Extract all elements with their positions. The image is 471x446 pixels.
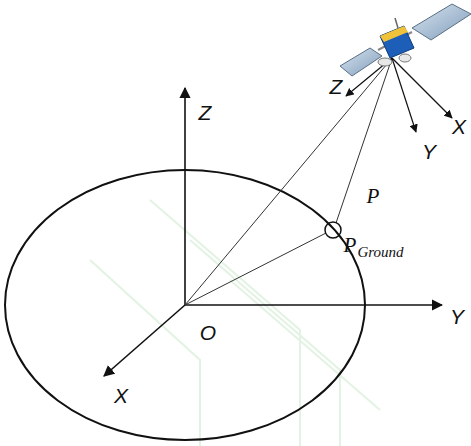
axis-label: Y [450,306,464,327]
point-label: P [344,235,357,256]
ground-point [325,222,341,238]
satellite-icon [340,4,471,76]
axis-label: X [114,385,128,406]
axis-label: Z [199,102,212,123]
earth-axes [104,88,442,376]
axis-label: X [452,116,466,137]
vector-label: P [367,186,380,207]
axis-label: Y [422,141,436,162]
axis-label: Z [330,76,343,97]
point-subscript: Ground [357,245,403,260]
vector-lines [185,58,392,305]
origin-label: O [200,322,216,343]
watermark [90,200,380,446]
